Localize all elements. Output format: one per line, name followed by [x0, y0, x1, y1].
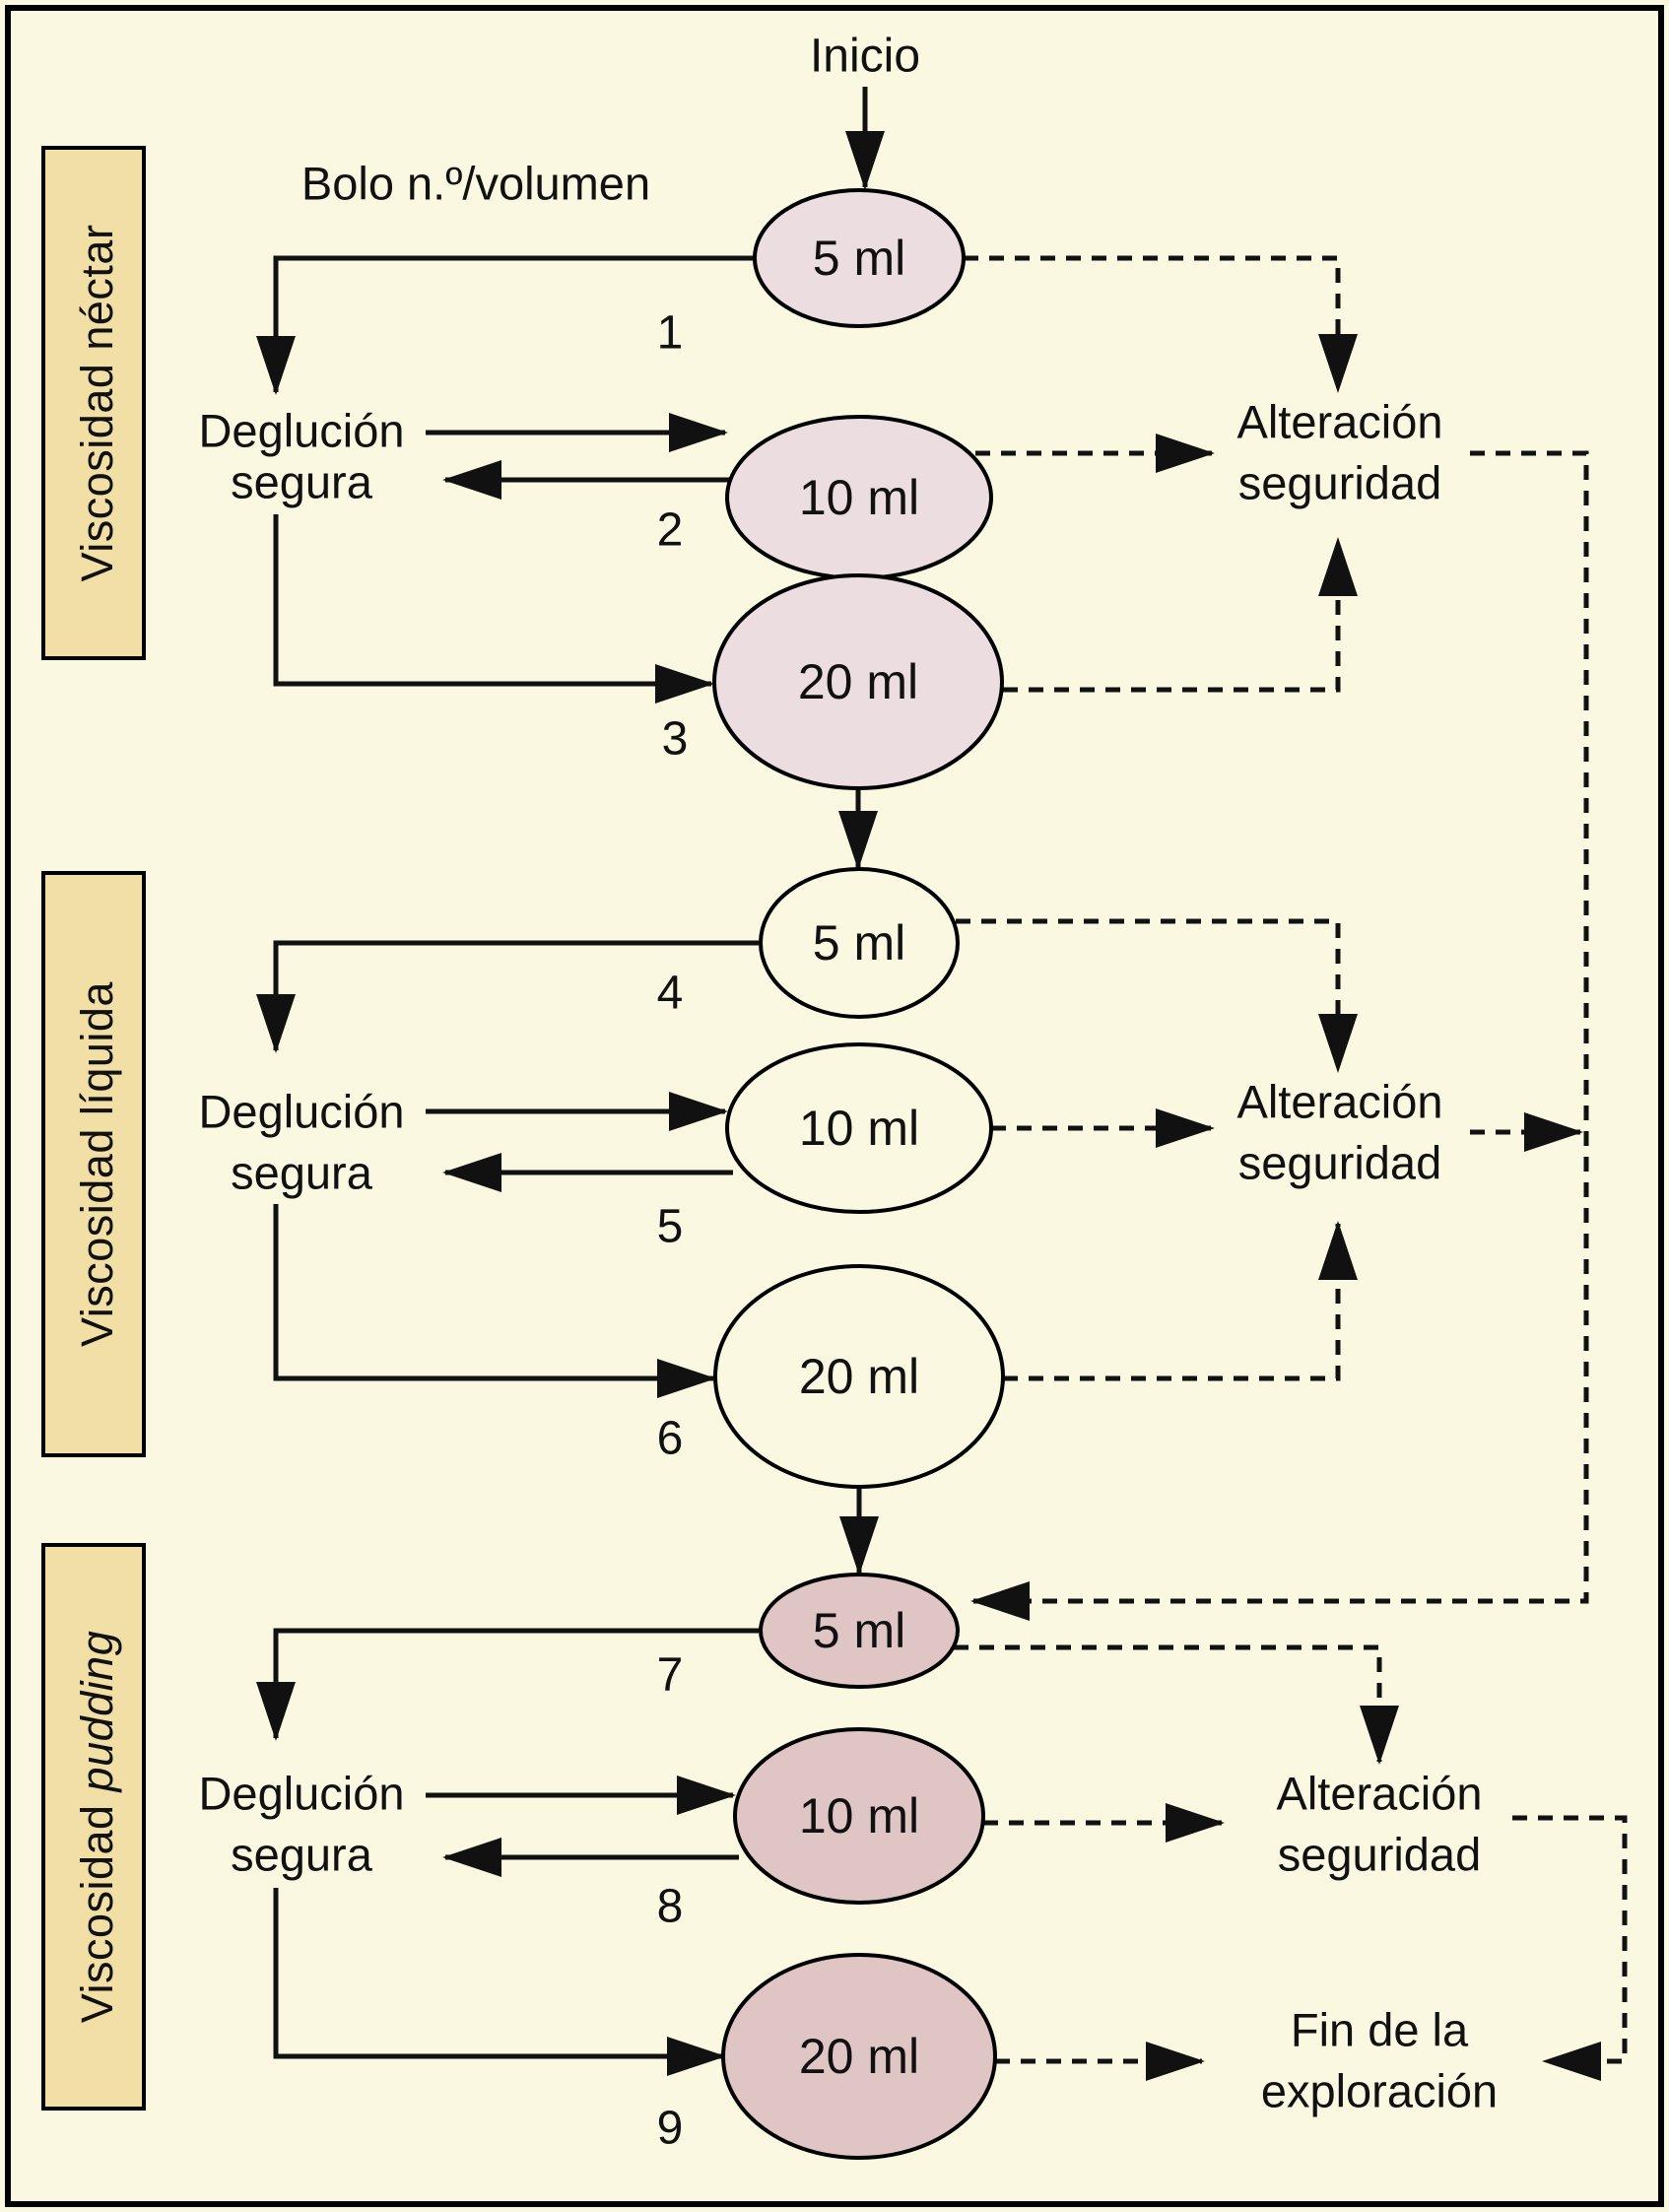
- bolus-node-4: 5 ml 4: [657, 867, 960, 1020]
- viscosity-band-label: Viscosidad líquida: [72, 981, 122, 1347]
- solid-arrow-segura-1-to-bolus-3: [273, 514, 714, 704]
- bolus-number-label: 4: [657, 968, 684, 1020]
- bolus-number-label: 7: [657, 1649, 684, 1702]
- safety-alteration-line2: seguridad: [1238, 457, 1441, 509]
- viscosity-band-box: [41, 146, 146, 660]
- safety-alteration-line2: seguridad: [1238, 1137, 1441, 1189]
- bolus-number-label: 3: [662, 713, 689, 766]
- bolus-volume-label: 20 ml: [798, 654, 918, 709]
- bolus-volume-label: 5 ml: [813, 231, 905, 286]
- safety-alteration-line1: Alteración: [1237, 1076, 1443, 1128]
- viscosity-band-label: Viscosidad pudding: [72, 1631, 122, 2023]
- bolus-node-9: 20 ml 9: [657, 1953, 997, 2160]
- safety-alteration-line1: Alteración: [1277, 1768, 1483, 1820]
- safe-swallow-line1: Deglución: [198, 1768, 404, 1820]
- viscosity-band-3: Viscosidad pudding: [41, 1543, 146, 2111]
- viscosity-band-2: Viscosidad líquida: [41, 871, 146, 1457]
- bolus-number-label: 9: [657, 2103, 684, 2155]
- band-label-regular: Viscosidad néctar: [72, 225, 122, 582]
- bolus-volume-label: 20 ml: [799, 2029, 919, 2084]
- end-of-exploration-label: Fin de la exploración: [1261, 2004, 1498, 2117]
- safety-alteration-label-2: Alteración seguridad: [1237, 1076, 1443, 1189]
- end-label-line1: Fin de la: [1291, 2004, 1469, 2056]
- viscosity-band-1: Viscosidad néctar: [41, 146, 146, 660]
- bolus-volume-label: 10 ml: [799, 470, 919, 525]
- bolus-node-7: 5 ml 7: [657, 1573, 960, 1702]
- solid-arrow-bolus-7-to-deglucion-3: [256, 1628, 759, 1741]
- bolus-ellipse-pudding-5ml: [759, 1573, 960, 1689]
- viscosity-band-box: [41, 871, 146, 1457]
- dashed-arrow-bolus-7-to-alteracion-3: [954, 1644, 1399, 1765]
- diagram-border: [5, 5, 1664, 2207]
- bolus-ellipse-nectar-5ml: [753, 188, 966, 328]
- safe-swallow-line2: segura: [231, 1147, 373, 1199]
- safe-swallow-label-2: Deglución segura: [198, 1086, 404, 1199]
- safe-swallow-line1: Deglución: [198, 1086, 404, 1138]
- bolus-ellipse-pudding-20ml: [721, 1953, 997, 2160]
- band-label-regular: Viscosidad líquida: [72, 981, 122, 1347]
- safety-alteration-label-1: Alteración seguridad: [1237, 396, 1443, 509]
- dashed-arrow-bolus-3-to-alteracion-1: [1003, 537, 1358, 693]
- bolus-number-label: 5: [657, 1201, 684, 1253]
- bolus-node-6: 20 ml 6: [657, 1264, 1005, 1489]
- safety-alteration-label-3: Alteración seguridad: [1277, 1768, 1483, 1881]
- bolus-ellipse-pudding-10ml: [733, 1727, 985, 1905]
- bolus-volume-label: 10 ml: [799, 1101, 919, 1156]
- dashed-arrow-alteracion-1-to-bolus-7: [970, 450, 1589, 1621]
- bolus-volume-label: 20 ml: [799, 1349, 919, 1404]
- dashed-arrow-alteracion-3-to-end: [1512, 1815, 1628, 2081]
- solid-arrow-bolus-1-to-deglucion-1: [256, 255, 755, 395]
- bolus-node-5: 10 ml 5: [657, 1042, 993, 1253]
- viscosity-band-box: [41, 1543, 146, 2111]
- start-label: Inicio: [810, 31, 920, 83]
- safety-alteration-line2: seguridad: [1278, 1829, 1481, 1881]
- end-label-line2: exploración: [1261, 2065, 1498, 2117]
- safe-swallow-line2: segura: [231, 1829, 373, 1881]
- dashed-arrow-bolus-1-to-alteracion-1: [964, 255, 1358, 393]
- bolus-volume-label: 10 ml: [799, 1788, 919, 1843]
- bolus-number-label: 8: [657, 1881, 684, 1933]
- bolus-node-8: 10 ml 8: [657, 1727, 985, 1933]
- bolus-ellipse-liquida-5ml: [759, 867, 960, 1019]
- bolus-volume-label: 5 ml: [813, 915, 905, 971]
- safe-swallow-line1: Deglución: [198, 405, 404, 457]
- bolus-volume-label: 5 ml: [813, 1603, 905, 1658]
- safety-alteration-line1: Alteración: [1237, 396, 1443, 448]
- bolus-ellipse-liquida-10ml: [725, 1042, 993, 1214]
- band-label-italic: pudding: [72, 1631, 122, 1794]
- bolus-volume-header: Bolo n.º/volumen: [301, 158, 650, 210]
- viscosity-band-label: Viscosidad néctar: [72, 225, 122, 582]
- bolus-number-label: 1: [657, 307, 684, 360]
- bolus-ellipse-liquida-20ml: [713, 1264, 1005, 1489]
- band-label-regular: Viscosidad: [72, 1791, 122, 2023]
- solid-arrow-segura-3-to-bolus-9: [273, 1888, 726, 2076]
- safe-swallow-label-3: Deglución segura: [198, 1768, 404, 1881]
- bolus-node-3: 20 ml 3: [662, 573, 1004, 790]
- bolus-ellipse-nectar-20ml: [712, 573, 1004, 790]
- bolus-number-label: 6: [657, 1413, 684, 1465]
- solid-arrow-segura-2-to-bolus-6: [273, 1204, 716, 1398]
- bolus-node-2: 10 ml 2: [657, 415, 993, 580]
- bolus-node-1: 5 ml 1: [657, 188, 966, 360]
- dashed-arrow-bolus-6-to-alteracion-2: [1003, 1221, 1358, 1381]
- bolus-number-label: 2: [657, 504, 684, 557]
- solid-arrow-bolus-4-to-deglucion-2: [256, 940, 759, 1053]
- safe-swallow-line2: segura: [231, 456, 373, 508]
